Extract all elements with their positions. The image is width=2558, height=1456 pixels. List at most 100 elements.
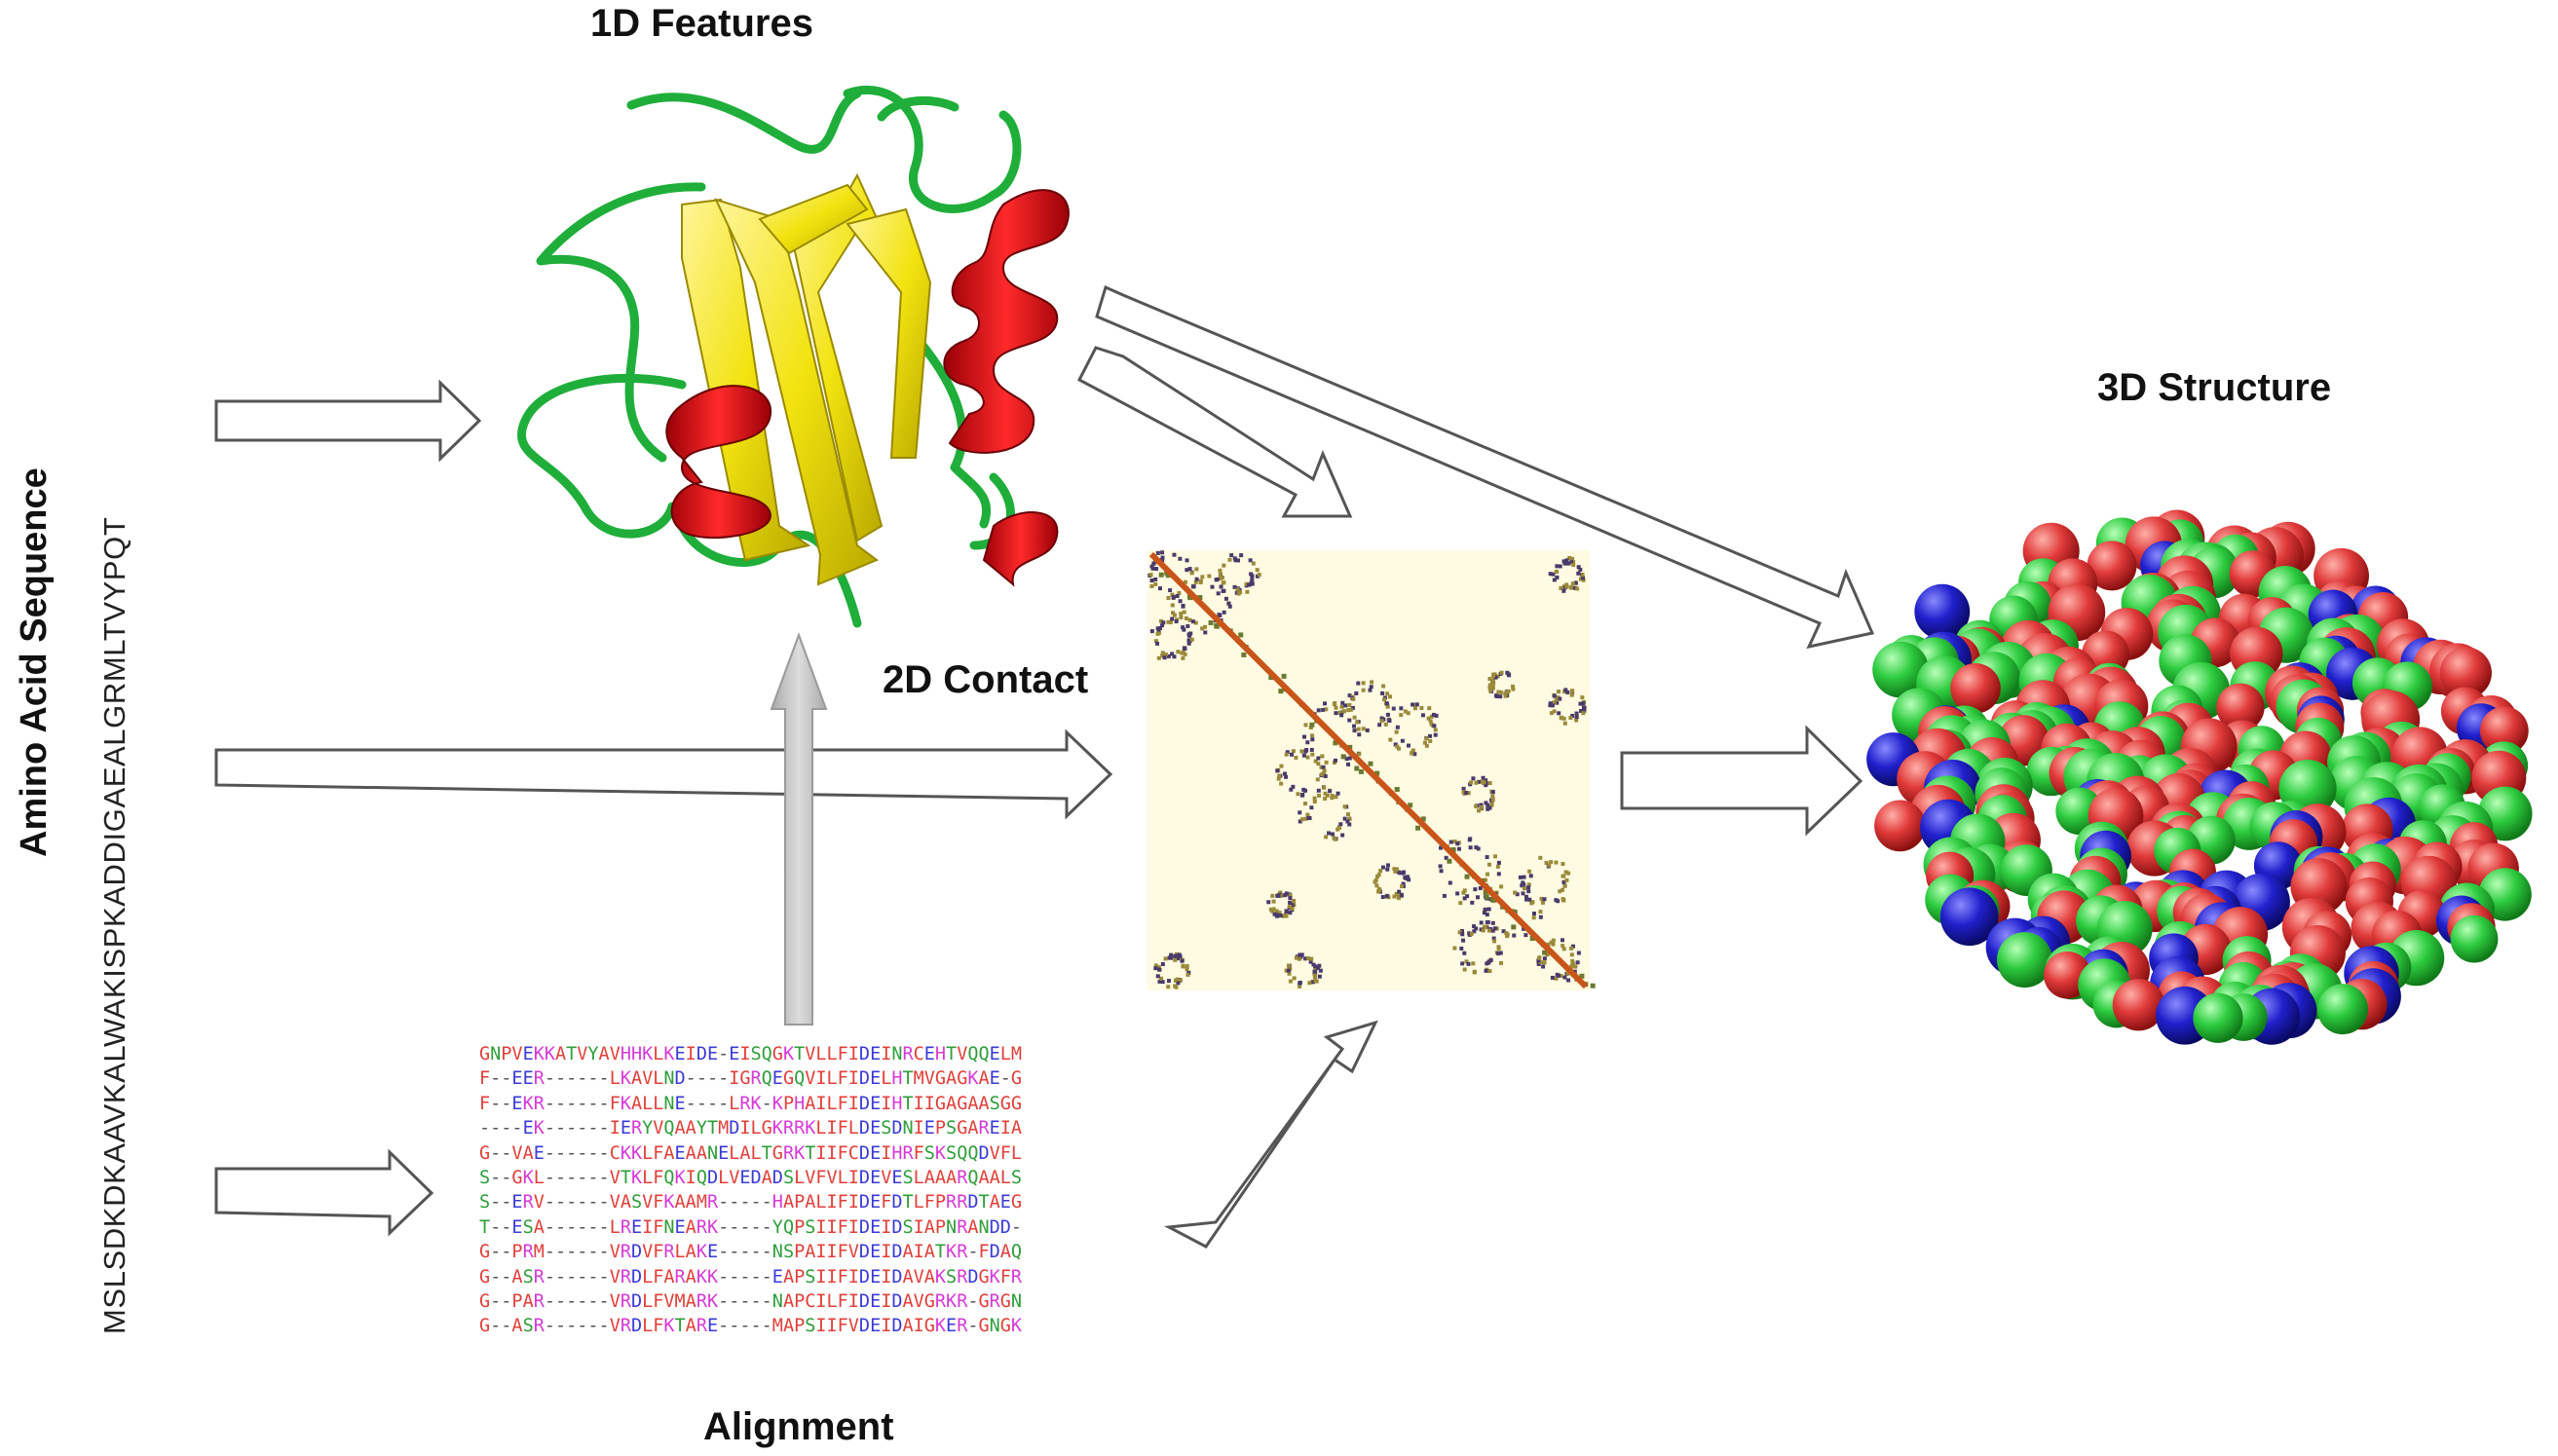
- contact-mark: [1160, 980, 1165, 985]
- contact-mark: [1333, 740, 1338, 746]
- contact-mark: [1479, 804, 1484, 809]
- contact-mark: [1284, 914, 1289, 918]
- contact-mark: [1331, 832, 1335, 837]
- contact-mark: [1573, 580, 1578, 585]
- contact-mark: [1337, 710, 1342, 715]
- contact-mark: [1568, 716, 1573, 721]
- contact-mark: [1347, 822, 1352, 827]
- contact-mark: [1272, 912, 1277, 916]
- contact-mark: [1322, 768, 1327, 773]
- contact-mark: [1352, 724, 1357, 728]
- contact-mark: [1186, 632, 1191, 637]
- contact-mark: [1299, 952, 1304, 957]
- contact-mark: [1561, 887, 1565, 892]
- contact-mark: [1379, 719, 1384, 724]
- contact-mark: [1503, 693, 1508, 698]
- contact-mark: [1554, 697, 1559, 702]
- contact-mark: [1456, 846, 1461, 851]
- contact-mark: [1551, 938, 1556, 943]
- contact-mark: [1172, 613, 1177, 617]
- contact-mark: [1176, 981, 1181, 986]
- contact-mark: [1538, 855, 1543, 860]
- contact-mark: [1407, 877, 1411, 882]
- arrow-1d-to-3d: [1095, 284, 1875, 650]
- contact-mark: [1286, 968, 1291, 973]
- contact-mark: [1198, 579, 1203, 583]
- contact-mark: [1271, 899, 1276, 904]
- contact-mark: [1558, 889, 1562, 894]
- contact-mark: [1365, 728, 1370, 732]
- contact-mark: [1496, 860, 1501, 865]
- contact-mark: [1218, 572, 1223, 577]
- contact-mark: [1369, 685, 1373, 690]
- contact-mark: [1294, 955, 1298, 960]
- contact-mark: [1323, 773, 1328, 778]
- contact-mark: [1190, 619, 1195, 624]
- alignment-row: GNPVEKKATVYAVHHKLKEIDE-EISQGKTVLLFIDEINR…: [479, 1044, 1023, 1064]
- contact-mark: [1578, 567, 1583, 572]
- contact-mark: [1178, 599, 1183, 604]
- contact-mark: [1548, 572, 1553, 577]
- contact-mark: [1340, 833, 1345, 838]
- contact-mark: [1316, 708, 1321, 713]
- contact-mark: [1171, 611, 1176, 616]
- contact-mark: [1316, 788, 1321, 793]
- contact-mark: [1570, 689, 1575, 693]
- contact-mark: [1444, 855, 1448, 860]
- contact-mark: [1483, 889, 1488, 895]
- contact-mark: [1573, 964, 1578, 969]
- contact-mark: [1330, 796, 1335, 801]
- contact-mark: [1151, 561, 1156, 566]
- contact-mark: [1218, 613, 1223, 617]
- contact-mark: [1397, 889, 1402, 894]
- contact-mark: [1222, 563, 1226, 568]
- contact-mark: [1536, 961, 1541, 966]
- contact-mark: [1298, 984, 1302, 989]
- arrow-1d-to-2d: [1076, 346, 1353, 518]
- contact-mark: [1207, 574, 1212, 579]
- contact-mark: [1170, 603, 1175, 608]
- contact-mark: [1493, 854, 1498, 859]
- space-filling-structure-image: [1866, 509, 2533, 1045]
- contact-mark: [1310, 752, 1315, 757]
- contact-mark: [1411, 748, 1415, 753]
- contact-mark: [1566, 871, 1571, 876]
- contact-mark: [1281, 914, 1286, 918]
- contact-mark: [1581, 711, 1586, 716]
- contact-mark: [1194, 567, 1199, 572]
- contact-mark: [1399, 713, 1404, 718]
- contact-mark: [1340, 700, 1345, 705]
- contact-mark: [1563, 870, 1568, 875]
- contact-mark: [1162, 655, 1167, 660]
- contact-mark: [1526, 882, 1531, 887]
- atom-sphere: [2112, 979, 2165, 1031]
- contact-mark: [1347, 756, 1352, 761]
- contact-mark: [1227, 557, 1232, 562]
- contact-mark: [1290, 752, 1295, 757]
- contact-mark: [1460, 932, 1465, 937]
- contact-mark: [1355, 720, 1360, 725]
- contact-mark: [1166, 595, 1171, 600]
- contact-mark: [1485, 913, 1489, 917]
- contact-mark: [1396, 893, 1401, 898]
- contact-mark: [1347, 718, 1352, 723]
- contact-map-image: [1147, 550, 1596, 990]
- contact-mark: [1186, 641, 1191, 646]
- contact-mark: [1484, 968, 1488, 973]
- contact-mark: [1244, 581, 1249, 586]
- arrow-sequence-to-2d: [214, 728, 1113, 820]
- contact-mark: [1384, 701, 1389, 706]
- contact-mark: [1474, 780, 1479, 785]
- contact-mark: [1160, 623, 1165, 628]
- contact-mark: [1397, 746, 1402, 751]
- label-3d-structure: 3D Structure: [2097, 366, 2332, 409]
- contact-mark: [1305, 740, 1310, 745]
- contact-mark: [1177, 590, 1182, 595]
- contact-mark: [1546, 942, 1551, 947]
- contact-mark: [1356, 727, 1361, 731]
- contact-mark: [1580, 573, 1585, 578]
- contact-mark: [1291, 749, 1296, 754]
- contact-mark: [1469, 780, 1474, 785]
- contact-mark: [1396, 896, 1401, 901]
